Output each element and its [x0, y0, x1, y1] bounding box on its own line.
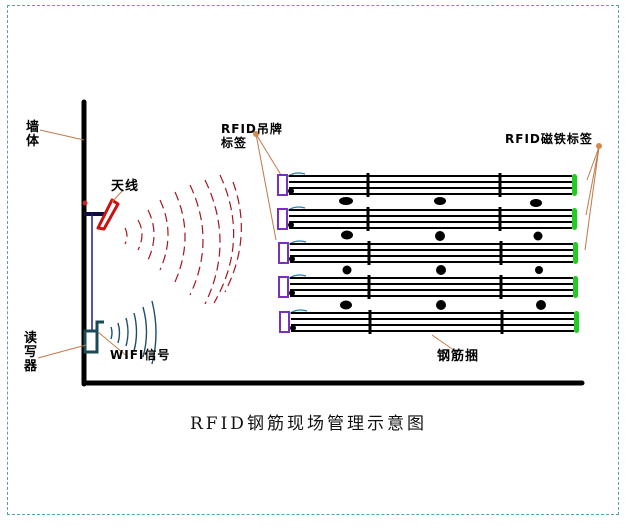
wifi-waves-icon: [110, 300, 157, 365]
rebar-bundle-1: [276, 171, 579, 199]
mount-point-icon: [82, 200, 88, 206]
reader-icon: [83, 329, 99, 354]
antenna-icon: [96, 198, 120, 231]
reader-antenna: [95, 320, 104, 331]
antenna-label: 天线: [111, 179, 140, 194]
rebar-bundle-4: [277, 273, 580, 301]
magnet-tag-label: RFID磁铁标签: [505, 132, 593, 146]
rebar-bundles: [276, 171, 581, 336]
reader-label: 读写器: [24, 331, 39, 374]
hang-tag-label: RFID吊牌标签: [221, 122, 283, 150]
diagram-border: [7, 5, 619, 515]
spacer-blocks: [339, 197, 546, 310]
rebar-bundle-5: [278, 308, 581, 336]
rebar-bundle-2: [276, 205, 579, 233]
leader-lines: [37, 129, 600, 359]
wifi-signal-label: WIFI信号: [110, 348, 171, 362]
diagram-title: RFID钢筋现场管理示意图: [190, 414, 427, 434]
rf-waves-icon: [124, 174, 242, 305]
wall-label: 墙体: [26, 120, 41, 149]
rebar-bundle-label: 钢筋捆: [437, 349, 480, 364]
rebar-bundle-3: [277, 239, 580, 267]
